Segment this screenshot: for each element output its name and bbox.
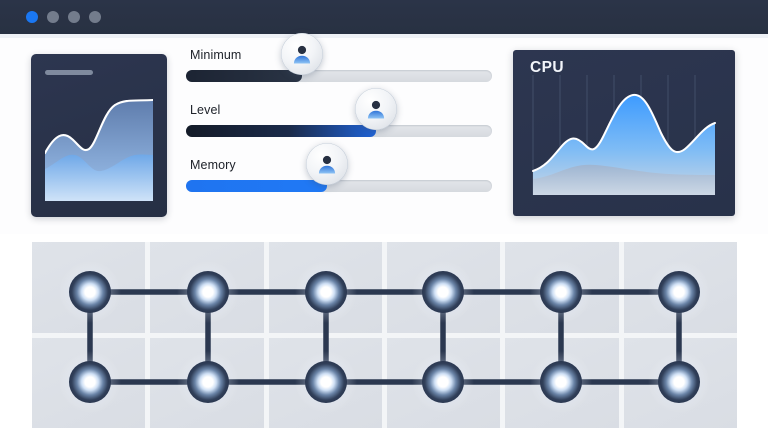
- graph-node[interactable]: [59, 261, 121, 323]
- titlebar-dot-4[interactable]: [89, 11, 101, 23]
- titlebar-dot-1[interactable]: [26, 11, 38, 23]
- graph-node[interactable]: [295, 261, 357, 323]
- slider-fill-memory: [186, 180, 327, 192]
- preview-area-chart: [45, 98, 153, 201]
- slider-label-memory: Memory: [190, 158, 236, 172]
- preview-placeholder-bar: [45, 70, 93, 75]
- user-avatar-icon: [294, 45, 311, 64]
- graph-node[interactable]: [295, 351, 357, 413]
- preview-line-upper: [45, 98, 153, 155]
- cpu-line-primary: [532, 93, 716, 172]
- graph-node[interactable]: [59, 351, 121, 413]
- slider-thumb-minimum[interactable]: [281, 33, 324, 75]
- titlebar-dot-3[interactable]: [68, 11, 80, 23]
- titlebar-dot-2[interactable]: [47, 11, 59, 23]
- graph-node[interactable]: [648, 351, 710, 413]
- cpu-area-chart: [532, 75, 716, 195]
- slider-row-level[interactable]: Level: [186, 88, 492, 159]
- cpu-card[interactable]: CPU: [513, 50, 735, 216]
- user-avatar-icon: [367, 100, 384, 119]
- slider-label-level: Level: [190, 103, 221, 117]
- top-content-region: Minimum: [0, 33, 768, 234]
- slider-track-minimum[interactable]: [186, 70, 492, 82]
- slider-row-minimum[interactable]: Minimum: [186, 33, 492, 104]
- slider-track-memory[interactable]: [186, 180, 492, 192]
- window-titlebar: [0, 0, 768, 34]
- slider-fill-minimum: [186, 70, 303, 82]
- slider-fill-level: [186, 125, 376, 137]
- slider-row-memory[interactable]: Memory: [186, 143, 492, 214]
- cpu-card-title: CPU: [530, 59, 564, 76]
- slider-label-minimum: Minimum: [190, 48, 242, 62]
- node-graph-panel[interactable]: [32, 242, 737, 428]
- graph-node[interactable]: [177, 261, 239, 323]
- slider-thumb-memory[interactable]: [305, 143, 348, 185]
- slider-thumb-level[interactable]: [354, 88, 397, 130]
- graph-node[interactable]: [530, 261, 592, 323]
- graph-node[interactable]: [412, 351, 474, 413]
- node-graph-edges: [87, 289, 682, 385]
- graph-node[interactable]: [648, 261, 710, 323]
- graph-node[interactable]: [177, 351, 239, 413]
- graph-node[interactable]: [530, 351, 592, 413]
- node-graph-nodes[interactable]: [59, 261, 710, 413]
- sliders-group: Minimum: [186, 33, 492, 228]
- graph-node[interactable]: [412, 261, 474, 323]
- slider-track-level[interactable]: [186, 125, 492, 137]
- node-graph-svg[interactable]: [32, 242, 737, 428]
- preview-series-lower: [45, 154, 153, 201]
- user-avatar-icon: [318, 155, 335, 174]
- cpu-series-secondary: [533, 164, 715, 195]
- titlebar-underline: [0, 34, 768, 38]
- preview-card[interactable]: [31, 54, 167, 217]
